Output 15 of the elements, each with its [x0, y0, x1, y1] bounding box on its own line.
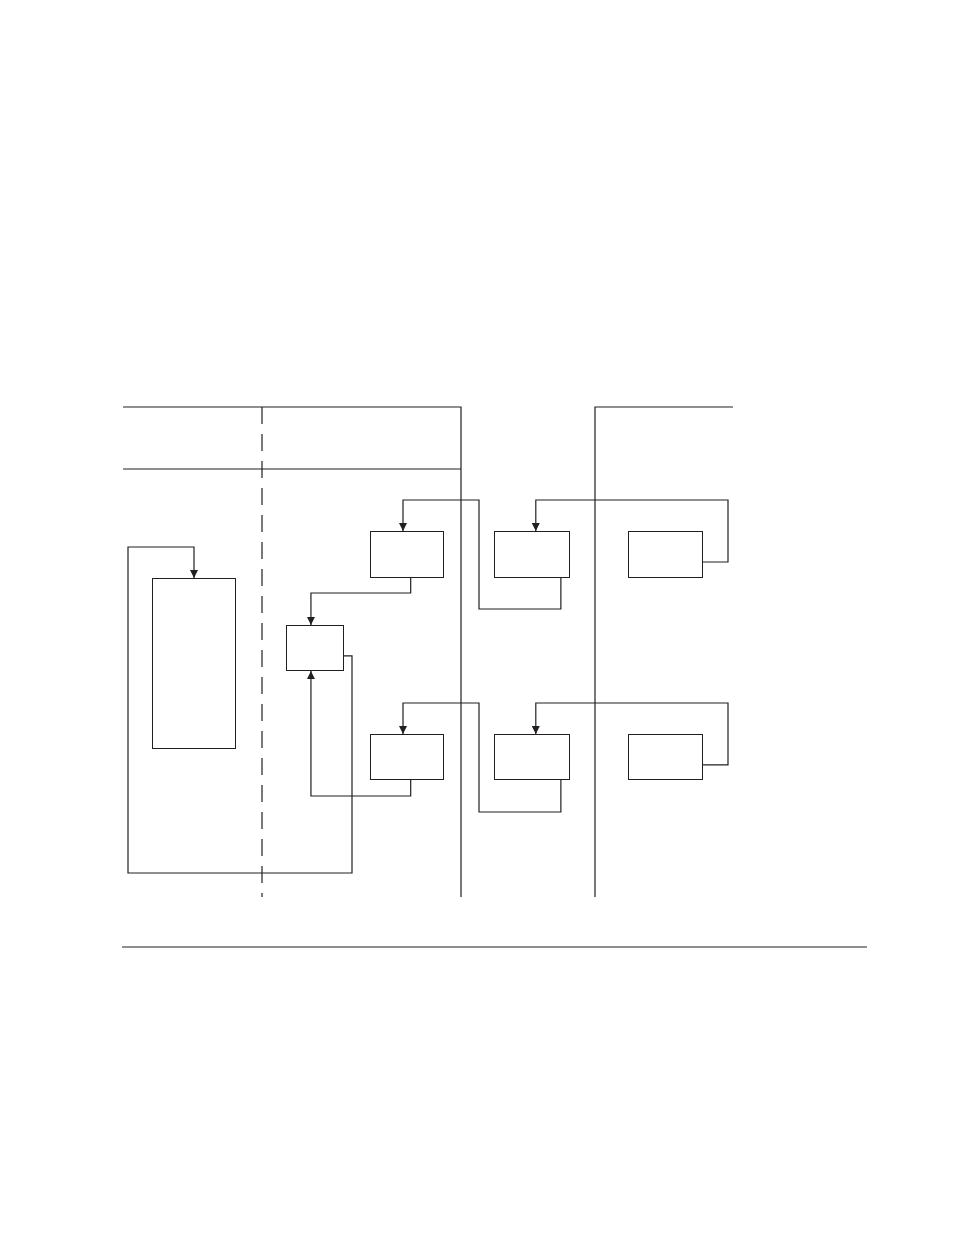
connector-arrow	[531, 702, 729, 766]
process-box	[494, 531, 570, 578]
connector-arrow	[531, 499, 729, 563]
connector-arrow	[306, 670, 412, 797]
connector-arrow	[399, 702, 562, 813]
process-box	[370, 734, 444, 780]
connector-arrow	[127, 546, 353, 874]
connector-arrow	[306, 577, 412, 626]
process-box	[370, 531, 444, 578]
connector-arrow	[399, 499, 562, 610]
process-box	[152, 578, 236, 749]
process-box	[286, 625, 344, 671]
process-box	[494, 734, 570, 780]
process-box	[628, 531, 703, 578]
process-box	[628, 734, 703, 780]
